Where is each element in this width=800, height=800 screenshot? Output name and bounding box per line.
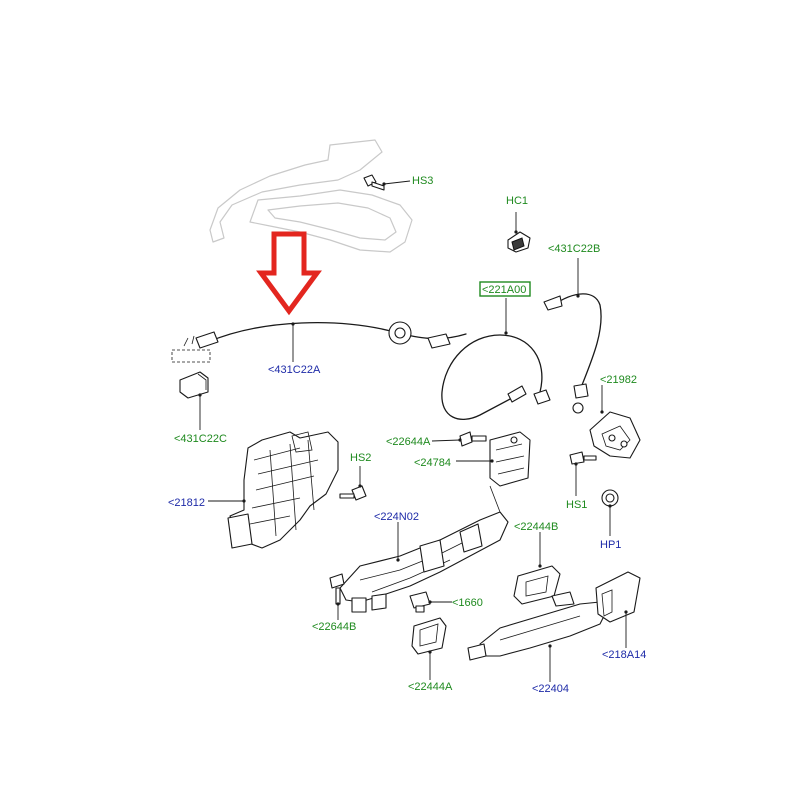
label-hp1[interactable]: HP1 [600,539,621,551]
clip-431c22c[interactable] [179,371,209,399]
label-21812[interactable]: <21812 [168,497,205,509]
cable-221a00[interactable] [441,334,551,420]
cable-431c22a[interactable] [171,321,467,363]
handle-carrier-224n02[interactable] [339,485,509,613]
screw-22644a[interactable] [459,431,487,447]
label-22444b[interactable]: <22444B [514,521,558,533]
highlight-arrow [256,231,322,316]
plug-hp1[interactable] [601,489,619,507]
label-431c22a[interactable]: <431C22A [268,364,321,376]
label-22444a[interactable]: <22444A [408,681,453,693]
label-22644a[interactable]: <22644A [386,436,431,448]
label-24784[interactable]: <24784 [414,457,451,469]
label-218a14[interactable]: <218A14 [602,649,646,661]
screw-hs1[interactable] [569,451,597,465]
label-221a00-box [479,281,531,297]
screw-hs3[interactable] [363,174,385,191]
label-hs1[interactable]: HS1 [566,499,587,511]
label-221a00[interactable]: <221A00 [482,284,526,296]
gasket-22444b[interactable] [513,565,561,605]
striker-21982[interactable] [589,411,641,459]
gasket-22444a[interactable] [411,617,447,655]
exterior-handle-22404[interactable] [467,591,607,661]
bracket-24784[interactable] [489,431,531,487]
ghost-outer-handle [209,139,413,253]
label-22644b[interactable]: <22644B [312,621,356,633]
clip-1660[interactable] [409,591,431,613]
screw-hs2[interactable] [339,485,367,501]
label-22404[interactable]: <22404 [532,683,569,695]
label-hc1[interactable]: HC1 [506,195,528,207]
clip-hc1[interactable] [507,231,531,253]
label-224n02[interactable]: <224N02 [374,511,419,523]
label-21982[interactable]: <21982 [600,374,637,386]
label-hs2[interactable]: HS2 [350,452,371,464]
cable-431c22b[interactable] [543,293,602,414]
label-1660[interactable]: <1660 [452,597,483,609]
screw-22644b[interactable] [329,573,345,605]
label-431c22c[interactable]: <431C22C [174,433,227,445]
label-431c22b[interactable]: <431C22B [548,243,600,255]
door-latch-21812[interactable] [227,431,339,549]
label-hs3[interactable]: HS3 [412,175,433,187]
cap-218a14[interactable] [595,571,641,623]
